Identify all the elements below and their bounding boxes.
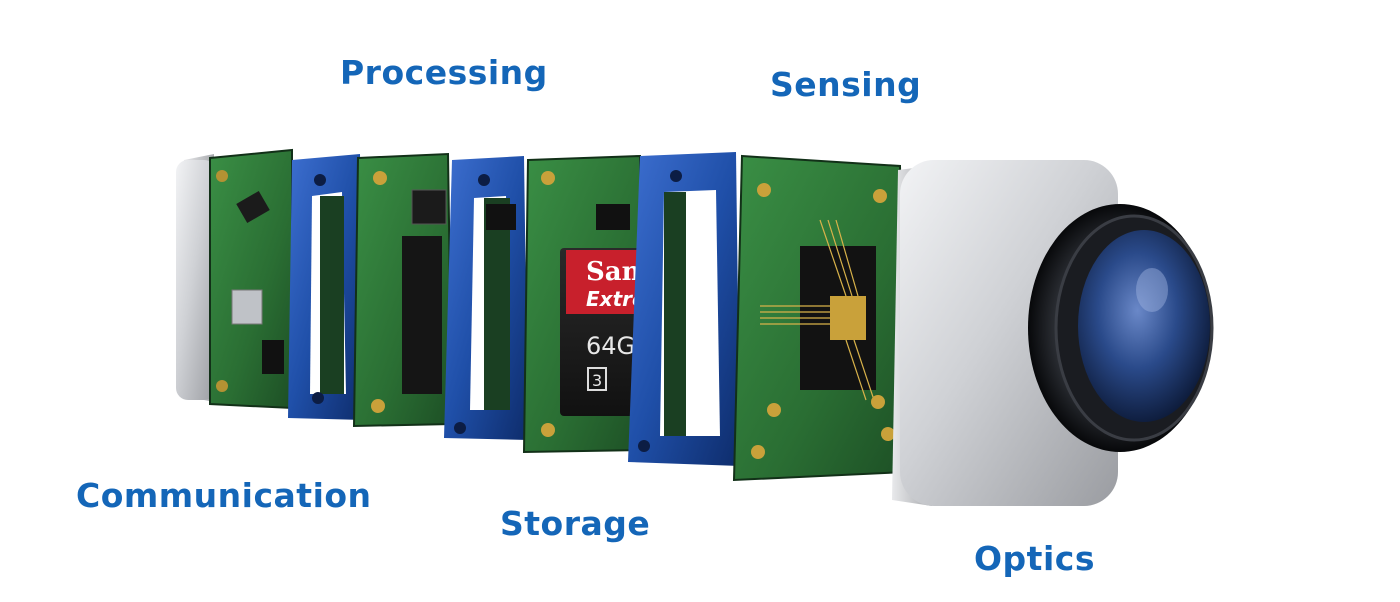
mount-hole: [767, 403, 781, 417]
mount-hole: [216, 380, 228, 392]
label-optics: Optics: [974, 539, 1095, 578]
sensing-module: [732, 154, 908, 482]
label-communication: Communication: [76, 476, 372, 515]
board-strip: [484, 198, 510, 410]
communication-module: [176, 148, 293, 410]
mount-hole: [881, 427, 895, 441]
lens-glass: [1078, 230, 1210, 422]
mount-hole: [541, 423, 555, 437]
mount-hole: [371, 399, 385, 413]
label-processing: Processing: [340, 53, 548, 92]
mount-hole: [871, 395, 885, 409]
processing-module: [352, 152, 454, 428]
optics-module: [892, 160, 1214, 506]
back-plate-face: [176, 160, 216, 400]
sd-speed-class-frame: [587, 367, 607, 391]
connector: [262, 340, 284, 374]
bond-wires: [760, 219, 875, 401]
usb-connector: [231, 289, 263, 325]
mount-hole: [216, 170, 228, 182]
sd-capacity: 64G: [586, 332, 635, 360]
connector: [486, 204, 516, 230]
chip: [236, 190, 270, 224]
spacer-frame-2: [444, 156, 528, 440]
screw: [478, 174, 490, 186]
spacer-frame-1: [288, 154, 364, 420]
screw: [312, 392, 324, 404]
screw: [314, 174, 326, 186]
board-strip: [320, 196, 344, 394]
board-strip: [664, 192, 686, 436]
mount-hole: [541, 171, 555, 185]
label-storage: Storage: [500, 504, 651, 543]
mount-hole: [751, 445, 765, 459]
lens-highlight: [1136, 268, 1168, 312]
processor-chip: [402, 236, 442, 394]
screw: [670, 170, 682, 182]
mount-hole: [873, 189, 887, 203]
sensor-die: [830, 296, 866, 340]
sd-speed-class: 3: [592, 371, 602, 390]
spacer-frame-3: [628, 152, 740, 466]
connector: [596, 204, 630, 230]
mount-hole: [757, 183, 771, 197]
connector: [411, 189, 447, 225]
screw: [638, 440, 650, 452]
label-sensing: Sensing: [770, 65, 922, 104]
mount-hole: [373, 171, 387, 185]
screw: [454, 422, 466, 434]
